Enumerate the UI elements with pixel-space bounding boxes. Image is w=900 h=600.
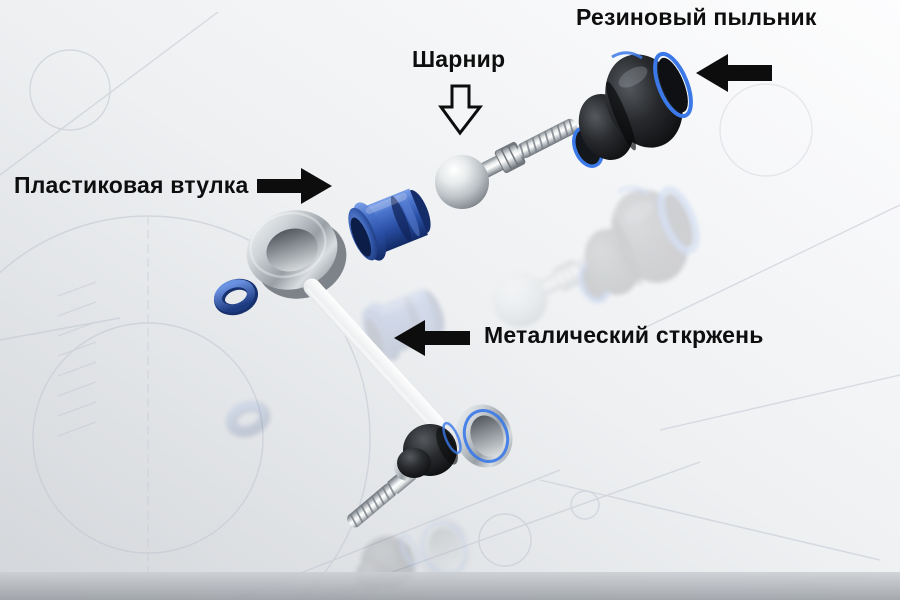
label-metal-rod: Металический сткржень	[484, 322, 764, 348]
floor-strip	[0, 572, 900, 600]
label-plastic-bushing: Пластиковая втулка	[14, 172, 249, 198]
arrow-down-icon	[438, 84, 484, 136]
arrow-left-icon	[394, 320, 470, 356]
label-ball-joint: Шарнир	[412, 46, 506, 72]
blueprint-sketch	[0, 11, 900, 600]
arrow-right-icon	[257, 168, 332, 204]
label-rubber-boot: Резиновый пыльник	[576, 4, 817, 30]
callout-arrows	[257, 54, 772, 356]
arrow-left-icon	[696, 54, 772, 92]
